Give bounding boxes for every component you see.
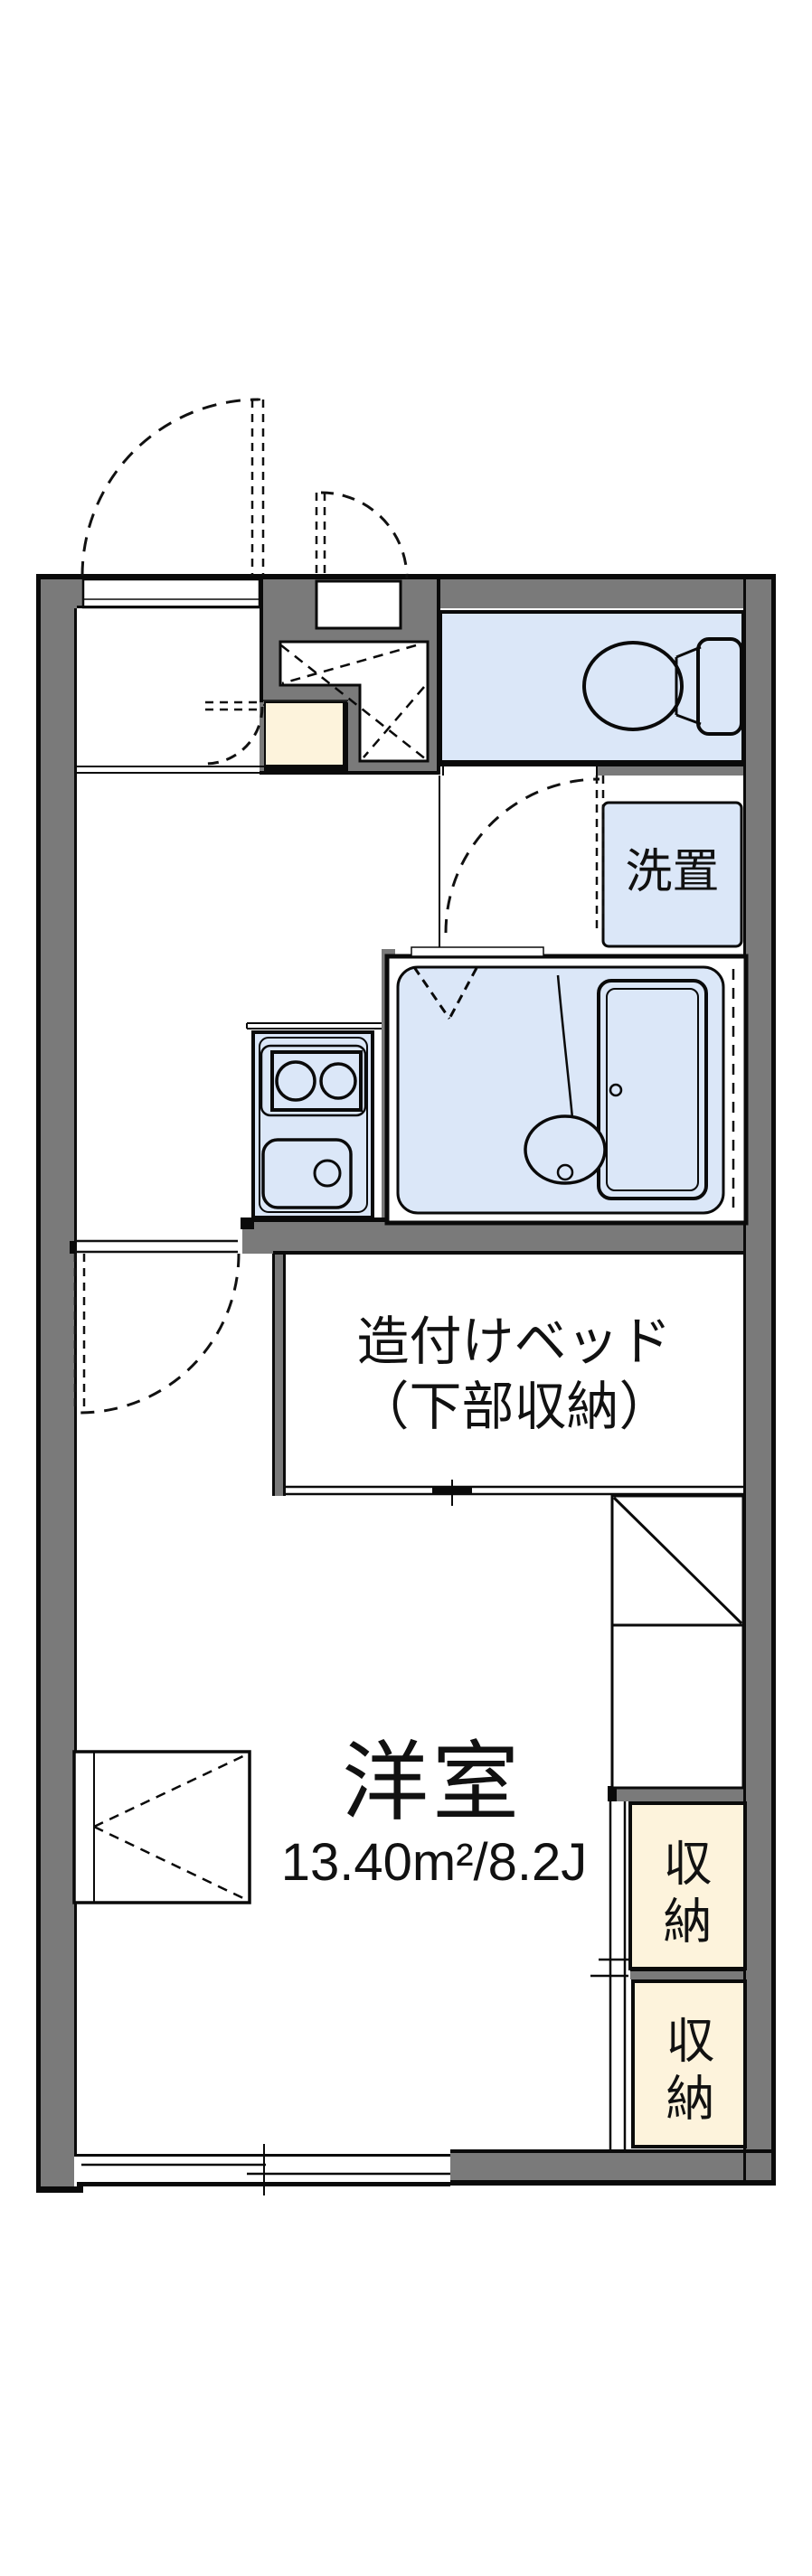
- wall-openings: [81, 578, 430, 763]
- edge-block-left: [260, 579, 263, 702]
- edge-window-top: [74, 2154, 450, 2157]
- genkan-door-leaf: [205, 700, 263, 711]
- wall-storage-divider: [630, 1971, 745, 1979]
- bathtub-faucet-dot: [609, 1083, 623, 1097]
- bathroom-threshold: [411, 946, 544, 957]
- meter-box-recess: [315, 579, 402, 630]
- edge-door-stub: [70, 1241, 77, 1254]
- stove-burner-right: [319, 1062, 357, 1100]
- fixtures: [72, 610, 749, 2148]
- side-window-opening-marks: [93, 1753, 248, 1902]
- edge-top-inner: [77, 606, 260, 608]
- bathroom-door-mark: [412, 966, 478, 1020]
- wall-bed-left: [273, 1254, 285, 1496]
- main-room-doorway-lines: [75, 1239, 238, 1254]
- side-window-box: [72, 1750, 251, 1904]
- wall-right: [743, 579, 771, 2185]
- kitchen-unit-inner-line: [259, 1037, 368, 1213]
- main-room-door-leaf: [73, 1254, 86, 1413]
- tick-washroom-door-left: [442, 766, 444, 776]
- genkan-door-arc: [204, 706, 264, 766]
- wall-under-toilet: [597, 766, 743, 776]
- wash-basin-drain: [556, 1163, 574, 1181]
- edge-bedwall-left: [272, 1254, 275, 1496]
- meter-box-door-arc: [320, 491, 409, 579]
- washer-space-box: [601, 801, 743, 948]
- wall-left: [41, 579, 74, 2187]
- stove-burner-left: [275, 1060, 316, 1102]
- entrance-threshold: [81, 578, 261, 609]
- shoe-cabinet-right-edge: [343, 702, 348, 770]
- wash-basin-oval: [524, 1114, 607, 1185]
- stove-panel: [260, 1044, 367, 1117]
- meter-box-door-leaf: [315, 493, 326, 576]
- bathtub: [597, 979, 708, 1200]
- column-diagonal-line: [612, 1496, 743, 1625]
- washroom-door-arc: [444, 777, 600, 934]
- wall-under-kitchen: [242, 1222, 743, 1254]
- wall-bottom-right: [450, 2153, 776, 2181]
- entrance-door-leaf: [250, 398, 265, 576]
- toilet-tank: [696, 637, 743, 736]
- edge-bottom-right-outer: [450, 2180, 776, 2186]
- shower-partition-line: [556, 974, 574, 1119]
- entrance-door-arc: [80, 398, 260, 577]
- edge-bottom-left-cap: [36, 2186, 83, 2193]
- edge-right-outer: [771, 574, 776, 2185]
- toilet-seat-joint: [675, 645, 702, 726]
- bathtub-inner-line: [606, 988, 699, 1191]
- edge-column-band-step: [608, 1786, 617, 1801]
- edge-bottom-band-top: [450, 2149, 776, 2153]
- stove-frame: [270, 1050, 363, 1112]
- edge-left-outer: [36, 574, 41, 2193]
- kitchen-sink-drain: [313, 1159, 342, 1188]
- tick-washroom-door-right: [596, 766, 598, 776]
- edge-right-inner: [743, 579, 746, 2185]
- washroom-door-leaf: [595, 776, 605, 933]
- edge-block-bottom: [260, 771, 440, 775]
- edge-band-bottom: [273, 1251, 743, 1255]
- main-room-door-arc: [79, 1253, 241, 1415]
- wall-column-bottom: [608, 1788, 743, 1801]
- edge-left-inner: [74, 608, 77, 2154]
- toilet-bowl: [582, 641, 684, 731]
- interior-lines: [74, 700, 743, 2195]
- storage-closet-bottom: [631, 1979, 747, 2148]
- door-swings: [73, 398, 605, 1415]
- shoe-cabinet: [264, 701, 347, 771]
- column-open-box: [610, 1623, 745, 1790]
- overhead-shelf-x-marks: [280, 644, 427, 760]
- kitchen-sink: [261, 1138, 353, 1209]
- edge-bedwall-right: [283, 1254, 286, 1496]
- storage-closet-top: [628, 1801, 747, 1970]
- shoe-cabinet-bottom-edge: [265, 765, 348, 771]
